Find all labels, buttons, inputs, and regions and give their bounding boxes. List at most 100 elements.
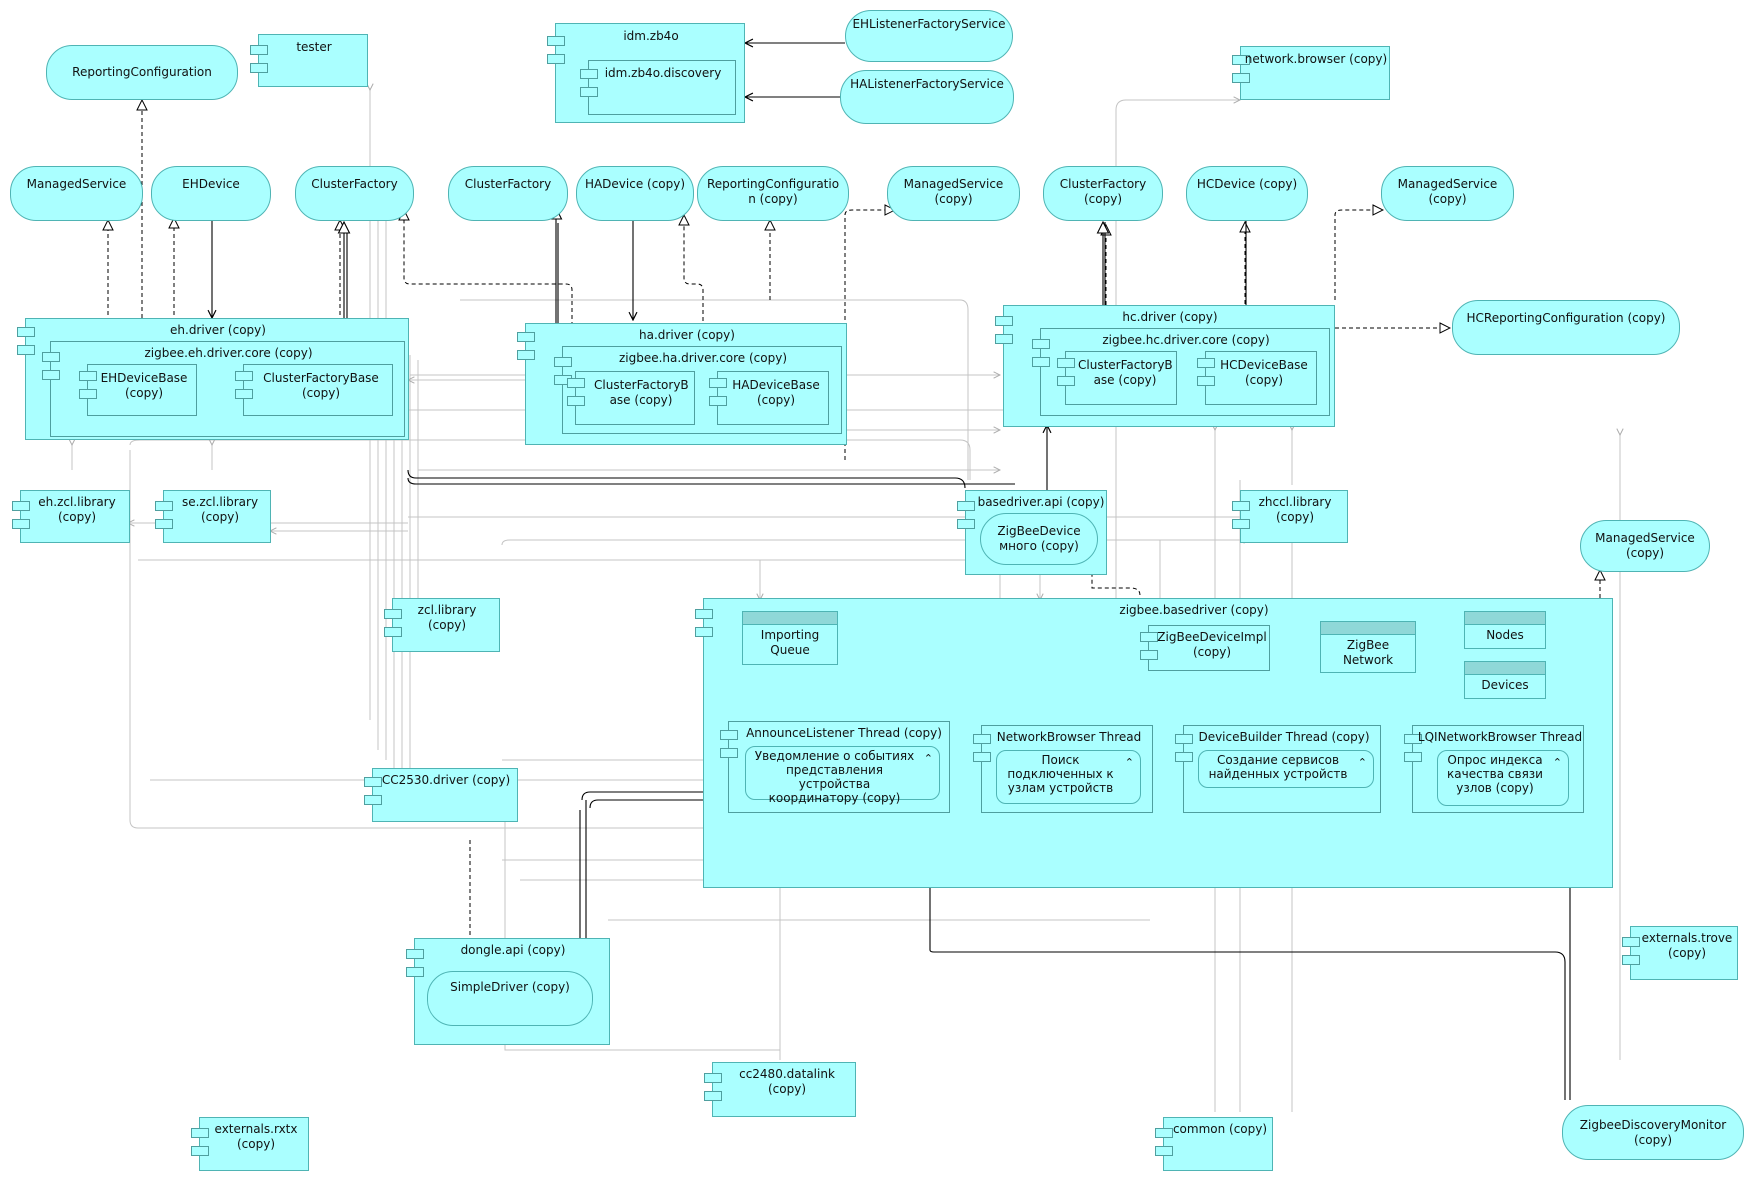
cluster-factory-interface-1[interactable]: ClusterFactory: [295, 166, 414, 221]
idm-zb4o-discovery-label: idm.zb4o.discovery: [604, 66, 722, 80]
reporting-configuration-label: ReportingConfiguration: [72, 65, 212, 79]
cluster-factory-interface-2[interactable]: ClusterFactory: [448, 166, 568, 221]
cluster-factory-copy-interface[interactable]: ClusterFactory (copy): [1043, 166, 1163, 221]
component-port-icon: [1197, 358, 1215, 368]
component-port-icon: [250, 45, 268, 55]
ha-device-base-component[interactable]: HADeviceBase (copy): [709, 371, 829, 425]
eh-device-base-label: EHDeviceBase (copy): [100, 371, 188, 400]
tester-component[interactable]: tester: [250, 34, 368, 87]
cluster-factory-base-hc-label: ClusterFactoryB ase (copy): [1078, 358, 1173, 387]
component-port-icon: [1622, 955, 1640, 965]
lqi-poll-activity[interactable]: Опрос индекса качества связи узлов (copy…: [1437, 750, 1569, 806]
reporting-configuration-interface[interactable]: ReportingConfiguration: [46, 45, 238, 100]
devices-object[interactable]: Devices: [1464, 661, 1546, 699]
se-zcl-library-component[interactable]: se.zcl.library (copy): [155, 490, 271, 543]
cc2530-driver-component[interactable]: CC2530.driver (copy): [364, 768, 518, 822]
cluster-factory-base-hc-component[interactable]: ClusterFactoryB ase (copy): [1057, 351, 1177, 405]
eh-device-interface[interactable]: EHDevice: [151, 166, 271, 221]
search-activity[interactable]: Поиск подключенных к узлам устройств ⌃: [996, 750, 1141, 804]
reporting-configuration-copy-interface[interactable]: ReportingConfiguratio n (copy): [697, 166, 849, 221]
announce-activity[interactable]: Уведомление о событиях представления уст…: [745, 746, 940, 805]
managed-service-copy-interface-1[interactable]: ManagedService (copy): [887, 166, 1020, 221]
ha-device-base-label: HADeviceBase (copy): [732, 378, 820, 407]
device-builder-thread-component[interactable]: DeviceBuilder Thread (copy) Создание сер…: [1175, 725, 1381, 813]
component-port-icon: [79, 389, 97, 399]
ha-driver-label: ha.driver (copy): [639, 328, 735, 342]
component-port-icon: [1175, 752, 1193, 762]
externals-trove-component[interactable]: externals.trove (copy): [1622, 926, 1738, 980]
dongle-api-label: dongle.api (copy): [460, 943, 566, 957]
common-component[interactable]: common (copy): [1155, 1117, 1273, 1171]
component-port-icon: [704, 1073, 722, 1083]
zigbee-hc-driver-core-component[interactable]: zigbee.hc.driver.core (copy) ClusterFact…: [1032, 328, 1330, 416]
ha-listener-factory-service-label: HAListenerFactoryService: [850, 77, 1004, 91]
component-port-icon: [364, 777, 382, 787]
cc2480-datalink-component[interactable]: cc2480.datalink (copy): [704, 1062, 856, 1117]
component-port-icon: [1057, 358, 1075, 368]
create-services-activity-label: Создание сервисов найденных устройств: [1208, 753, 1348, 781]
zigbee-eh-driver-core-component[interactable]: zigbee.eh.driver.core (copy) EHDeviceBas…: [42, 341, 405, 437]
zigbee-device-interface[interactable]: ZigBeeDevice много (copy): [980, 513, 1098, 565]
basedriver-api-component[interactable]: basedriver.api (copy) ZigBeeDevice много…: [957, 490, 1107, 575]
network-browser-thread-component[interactable]: NetworkBrowser Thread Поиск подключенных…: [973, 725, 1153, 813]
ha-device-interface[interactable]: HADevice (copy): [576, 166, 694, 221]
simple-driver-interface[interactable]: SimpleDriver (copy): [427, 971, 593, 1026]
component-port-icon: [191, 1128, 209, 1138]
component-port-icon: [1232, 519, 1250, 529]
cluster-factory-base-ha-label: ClusterFactoryB ase (copy): [594, 378, 689, 407]
basedriver-api-label: basedriver.api (copy): [977, 495, 1105, 509]
hc-device-base-label: HCDeviceBase (copy): [1220, 358, 1308, 387]
idm-zb4o-discovery-component[interactable]: idm.zb4o.discovery: [580, 60, 736, 115]
zigbee-device-impl-component[interactable]: ZigBeeDeviceImpl (copy): [1140, 625, 1270, 671]
idm-zb4o-component[interactable]: idm.zb4o idm.zb4o.discovery: [547, 23, 745, 123]
component-port-icon: [580, 87, 598, 97]
cluster-factory-base-ha-component[interactable]: ClusterFactoryB ase (copy): [567, 371, 695, 425]
hc-reporting-configuration-interface[interactable]: HCReportingConfiguration (copy): [1452, 300, 1680, 355]
zcl-library-component[interactable]: zcl.library (copy): [384, 598, 500, 652]
hc-device-interface[interactable]: HCDevice (copy): [1186, 166, 1308, 221]
zigbee-discovery-monitor-interface[interactable]: ZigbeeDiscoveryMonitor (copy): [1562, 1105, 1744, 1160]
externals-rxtx-component[interactable]: externals.rxtx (copy): [191, 1117, 309, 1171]
dongle-api-component[interactable]: dongle.api (copy) SimpleDriver (copy): [406, 938, 610, 1045]
ha-listener-factory-service-interface[interactable]: HAListenerFactoryService: [840, 70, 1014, 124]
hc-driver-label: hc.driver (copy): [1122, 310, 1218, 324]
component-port-icon: [406, 949, 424, 959]
cc2530-driver-label: CC2530.driver (copy): [381, 773, 511, 787]
managed-service-copy-label: ManagedService (copy): [903, 177, 1004, 206]
managed-service-copy-interface-3[interactable]: ManagedService (copy): [1580, 520, 1710, 572]
managed-service-copy-label: ManagedService (copy): [1397, 177, 1498, 206]
component-port-icon: [364, 795, 382, 805]
eh-driver-component[interactable]: eh.driver (copy) zigbee.eh.driver.core (…: [17, 318, 409, 440]
create-services-activity[interactable]: Создание сервисов найденных устройств ⌃: [1198, 750, 1374, 788]
cluster-factory-base-component[interactable]: ClusterFactoryBase (copy): [235, 364, 393, 416]
announce-listener-thread-component[interactable]: AnnounceListener Thread (copy) Уведомлен…: [720, 721, 950, 813]
eh-zcl-library-component[interactable]: eh.zcl.library (copy): [12, 490, 130, 543]
component-port-icon: [191, 1146, 209, 1156]
importing-queue-object[interactable]: Importing Queue: [742, 611, 838, 665]
hc-device-base-component[interactable]: HCDeviceBase (copy): [1197, 351, 1317, 405]
object-header: [1321, 622, 1415, 635]
managed-service-copy-interface-2[interactable]: ManagedService (copy): [1381, 166, 1514, 221]
zhccl-library-component[interactable]: zhccl.library (copy): [1232, 490, 1348, 543]
ha-driver-component[interactable]: ha.driver (copy) zigbee.ha.driver.core (…: [517, 323, 847, 445]
nodes-label: Nodes: [1486, 628, 1524, 642]
managed-service-interface[interactable]: ManagedService: [10, 166, 143, 221]
eh-listener-factory-service-interface[interactable]: EHListenerFactoryService: [845, 10, 1013, 62]
component-port-icon: [567, 396, 585, 406]
zigbee-ha-driver-core-component[interactable]: zigbee.ha.driver.core (copy) ClusterFact…: [554, 346, 842, 434]
lqi-network-browser-thread-component[interactable]: LQINetworkBrowser Thread Опрос индекса к…: [1404, 725, 1584, 813]
network-browser-component[interactable]: network.browser (copy): [1232, 46, 1390, 100]
devices-label: Devices: [1481, 678, 1529, 692]
importing-queue-label: Importing Queue: [760, 628, 820, 657]
zigbee-basedriver-component[interactable]: zigbee.basedriver (copy) Importing Queue…: [695, 598, 1613, 888]
nodes-object[interactable]: Nodes: [1464, 611, 1546, 649]
component-port-icon: [1622, 937, 1640, 947]
eh-device-label: EHDevice: [182, 177, 240, 191]
component-port-icon: [1175, 734, 1193, 744]
lqi-poll-activity-label: Опрос индекса качества связи узлов (copy…: [1447, 753, 1543, 795]
zigbee-network-object[interactable]: ZigBee Network: [1320, 621, 1416, 673]
hc-driver-component[interactable]: hc.driver (copy) zigbee.hc.driver.core (…: [995, 305, 1335, 427]
eh-device-base-component[interactable]: EHDeviceBase (copy): [79, 364, 197, 416]
component-port-icon: [1155, 1146, 1173, 1156]
component-port-icon: [709, 378, 727, 388]
